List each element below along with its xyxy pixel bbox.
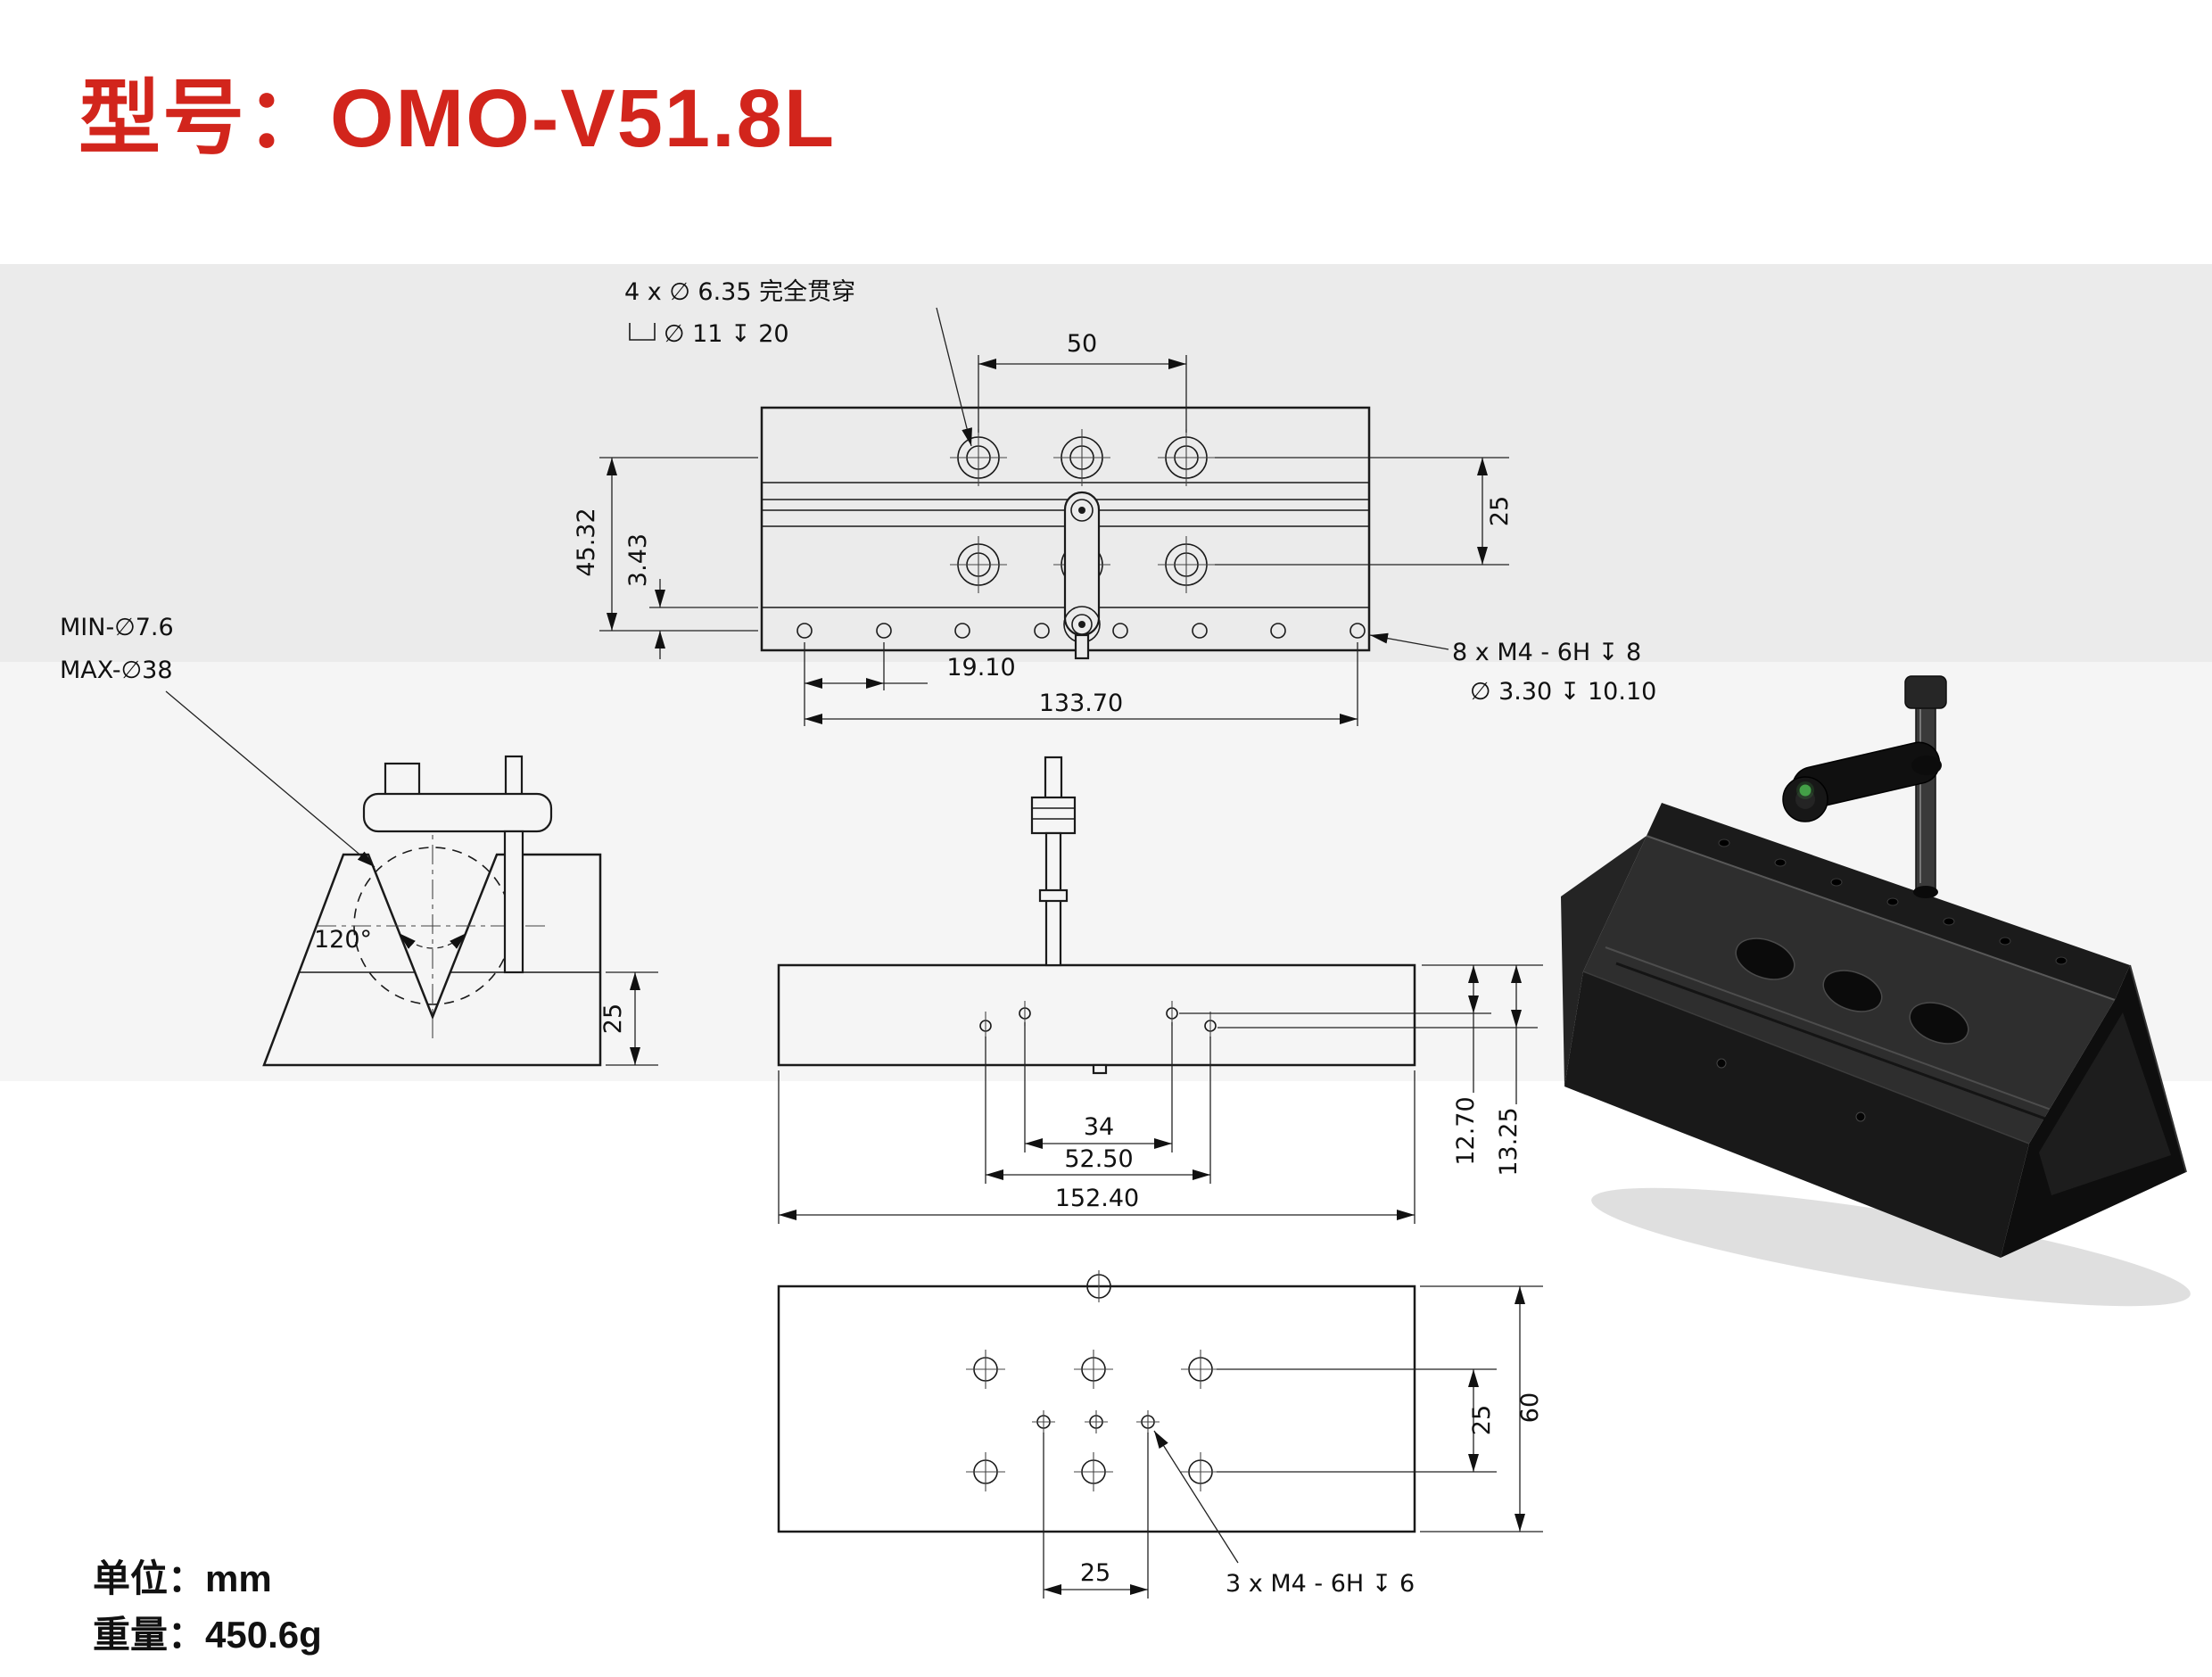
- dim-side-25: 25: [599, 971, 658, 1066]
- dim-bottom-25-pitch: 25: [1043, 1433, 1149, 1599]
- svg-text:133.70: 133.70: [1039, 690, 1123, 717]
- leader-arrow: [1369, 632, 1449, 650]
- svg-text:152.40: 152.40: [1055, 1185, 1139, 1212]
- svg-text:25: 25: [1468, 1405, 1496, 1435]
- dim-top-50: 50: [978, 330, 1187, 433]
- spec-footer: 单位：mm 重量：450.6g: [93, 1550, 322, 1663]
- dim-front-52-50: 52.50: [985, 1037, 1211, 1184]
- svg-text:25: 25: [1486, 496, 1514, 526]
- background-band-top: [0, 264, 2212, 662]
- dim-top-3-43: 3.43: [624, 533, 758, 659]
- unit-label: 单位：mm: [93, 1557, 272, 1599]
- counterbore-note-line1: 4 x ∅ 6.35 完全贯穿: [624, 278, 855, 306]
- clamp-knob: [1904, 675, 1947, 709]
- clamp-link-top: [1063, 491, 1101, 660]
- tap-note-3xM4: 3 x M4 - 6H ↧ 6: [1153, 1430, 1415, 1598]
- leader-arrow: [1153, 1430, 1239, 1564]
- dim-bottom-25-rows: 25: [1217, 1368, 1497, 1473]
- leader-arrow: [165, 690, 376, 868]
- counterbore-holes-3d: [1735, 938, 1969, 1045]
- clamp-side: [362, 755, 553, 974]
- front-face-holes: [979, 1001, 1217, 1038]
- dim-bottom-60: 60: [1420, 1285, 1544, 1532]
- front-view: 34 52.50 152.40 12.70: [777, 756, 1543, 1224]
- shadow: [1591, 1187, 2191, 1307]
- tap-note-8xM4: 8 x M4 - 6H ↧ 8 ∅ 3.30 ↧ 10.10: [1369, 632, 1656, 706]
- strip-holes: [1718, 838, 2068, 965]
- dim-front-13-25: 13.25: [1217, 965, 1538, 1177]
- dim-front-34: 34: [1024, 1022, 1173, 1152]
- max-diameter-label: MAX-∅38: [60, 657, 173, 684]
- svg-text:13.25: 13.25: [1495, 1107, 1523, 1176]
- svg-text:3.43: 3.43: [624, 533, 652, 587]
- svg-text:45.32: 45.32: [573, 508, 600, 576]
- min-diameter-label: MIN-∅7.6: [60, 614, 174, 641]
- tap8-note-line1: 8 x M4 - 6H ↧ 8: [1452, 639, 1641, 666]
- angle-arc: [398, 932, 467, 949]
- svg-text:50: 50: [1067, 330, 1097, 358]
- svg-text:19.10: 19.10: [946, 654, 1015, 682]
- svg-text:25: 25: [599, 1004, 627, 1034]
- top-view: 50 25 45.32 3.43: [573, 278, 1656, 726]
- dim-top-19-10: 19.10: [804, 642, 1016, 726]
- v-angle-label: 120°: [314, 926, 372, 954]
- svg-text:25: 25: [1080, 1559, 1110, 1587]
- dim-top-45-32: 45.32: [573, 457, 758, 632]
- tap8-note-line2: ∅ 3.30 ↧ 10.10: [1470, 678, 1656, 706]
- clamp-3d: [1782, 675, 1947, 898]
- dim-top-25: 25: [1215, 457, 1514, 566]
- counterbore-note-line2: ∅ 11 ↧ 20: [664, 320, 789, 348]
- svg-text:12.70: 12.70: [1452, 1096, 1480, 1165]
- green-led: [1799, 784, 1812, 797]
- dim-top-133-70: 133.70: [805, 642, 1358, 726]
- counterbore-icon: [629, 323, 656, 341]
- svg-text:34: 34: [1084, 1113, 1114, 1141]
- clamp-screw-front: [1030, 756, 1108, 1075]
- leader-arrow: [936, 307, 972, 447]
- tap3-note: 3 x M4 - 6H ↧ 6: [1226, 1570, 1415, 1598]
- svg-text:60: 60: [1516, 1392, 1544, 1423]
- side-view: 120° MIN-∅7.6 MAX-∅38 25: [60, 614, 658, 1067]
- weight-label: 重量：450.6g: [93, 1614, 322, 1656]
- render-3d: [1561, 675, 2191, 1307]
- model-title: 型号：OMO-V51.8L: [78, 73, 837, 164]
- bottom-view: 25 60 25 3 x M4 - 6H ↧ 6: [777, 1270, 1544, 1599]
- svg-text:52.50: 52.50: [1064, 1145, 1133, 1173]
- counterbore-note: 4 x ∅ 6.35 完全贯穿 ∅ 11 ↧ 20: [624, 278, 972, 447]
- dim-front-12-70: 12.70: [1179, 964, 1543, 1166]
- dim-front-152-40: 152.40: [778, 1070, 1416, 1224]
